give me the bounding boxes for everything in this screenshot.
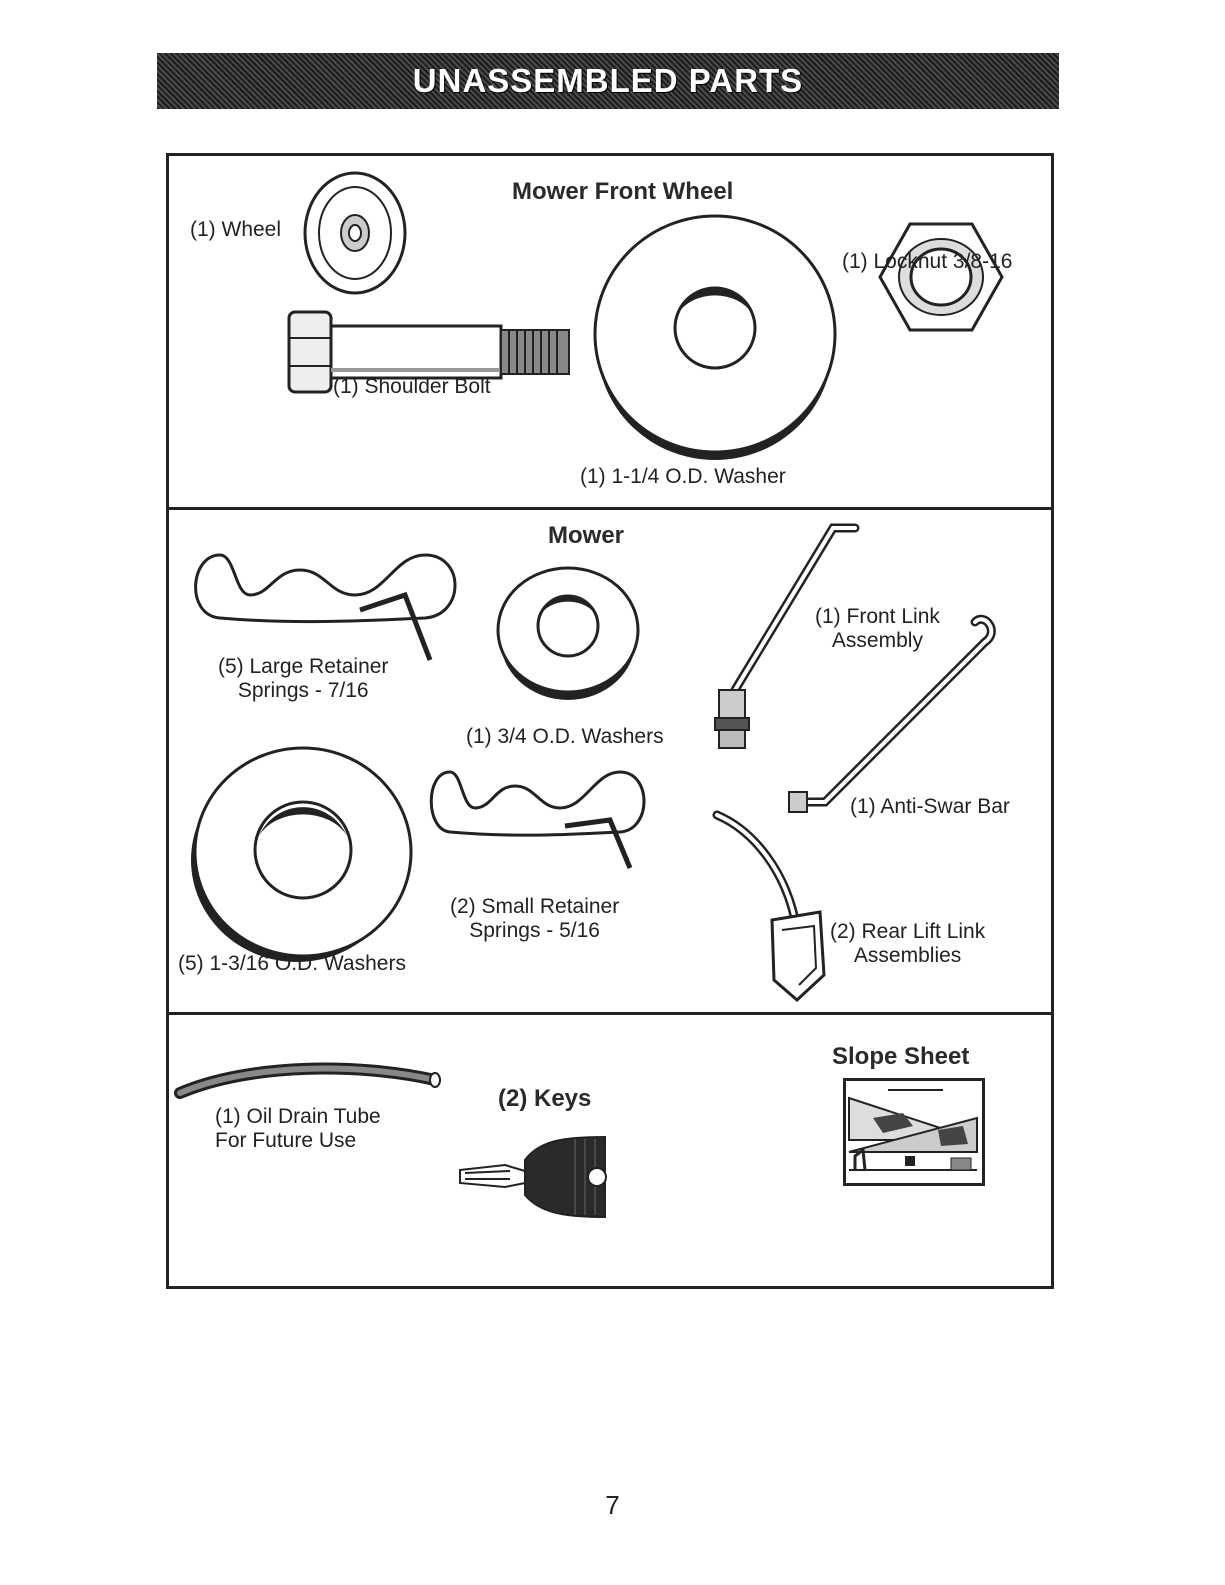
oil-drain-tube-icon [174,1062,441,1099]
small-retainer-spring-icon [429,770,646,869]
section-divider-1 [166,507,1054,510]
page-number: 7 [605,1490,620,1520]
front-link-label: (1) Front Link Assembly [815,605,940,652]
rear-lift-label: (2) Rear Lift Link Assemblies [830,920,986,967]
large-washers-label: (5) 1-3/16 O.D. Washers [178,952,406,975]
shoulder-bolt-icon [287,310,570,394]
page-title: UNASSEMBLED PARTS [412,62,804,99]
washer-icon [593,214,837,460]
small-springs-label: (2) Small Retainer Springs - 5/16 [450,895,620,942]
parts-frame [166,153,1054,1289]
washer-label: (1) 1-1/4 O.D. Washer [580,465,786,488]
slope-sheet-icon [843,1078,985,1186]
shoulder-bolt-label: (1) Shoulder Bolt [333,375,491,398]
anti-sway-label: (1) Anti-Swar Bar [850,795,1010,818]
keys-heading: (2) Keys [498,1085,592,1112]
wheel-label: (1) Wheel [190,218,282,241]
key-icon [459,1135,607,1219]
retainer-spring-icon [194,553,457,661]
small-washers-label: (1) 3/4 O.D. Washers [466,725,664,748]
page-title-banner: UNASSEMBLED PARTS [157,53,1059,109]
mower-heading: Mower [548,522,625,549]
oil-tube-label: (1) Oil Drain Tube For Future Use [215,1105,381,1152]
anti-sway-bar-icon [788,615,996,813]
slope-sheet-heading: Slope Sheet [832,1043,970,1070]
locknut-icon [878,222,1004,332]
front-wheel-heading: Mower Front Wheel [512,178,734,205]
wheel-icon [303,171,407,295]
rear-lift-link-icon [712,810,826,1003]
large-washer-icon [191,746,413,962]
section-divider-2 [166,1012,1054,1015]
small-washer-icon [496,566,640,700]
locknut-label: (1) Locknut 3/8-16 [842,250,1013,273]
front-link-icon [714,523,860,749]
large-springs-label: (5) Large Retainer Springs - 7/16 [218,655,389,702]
